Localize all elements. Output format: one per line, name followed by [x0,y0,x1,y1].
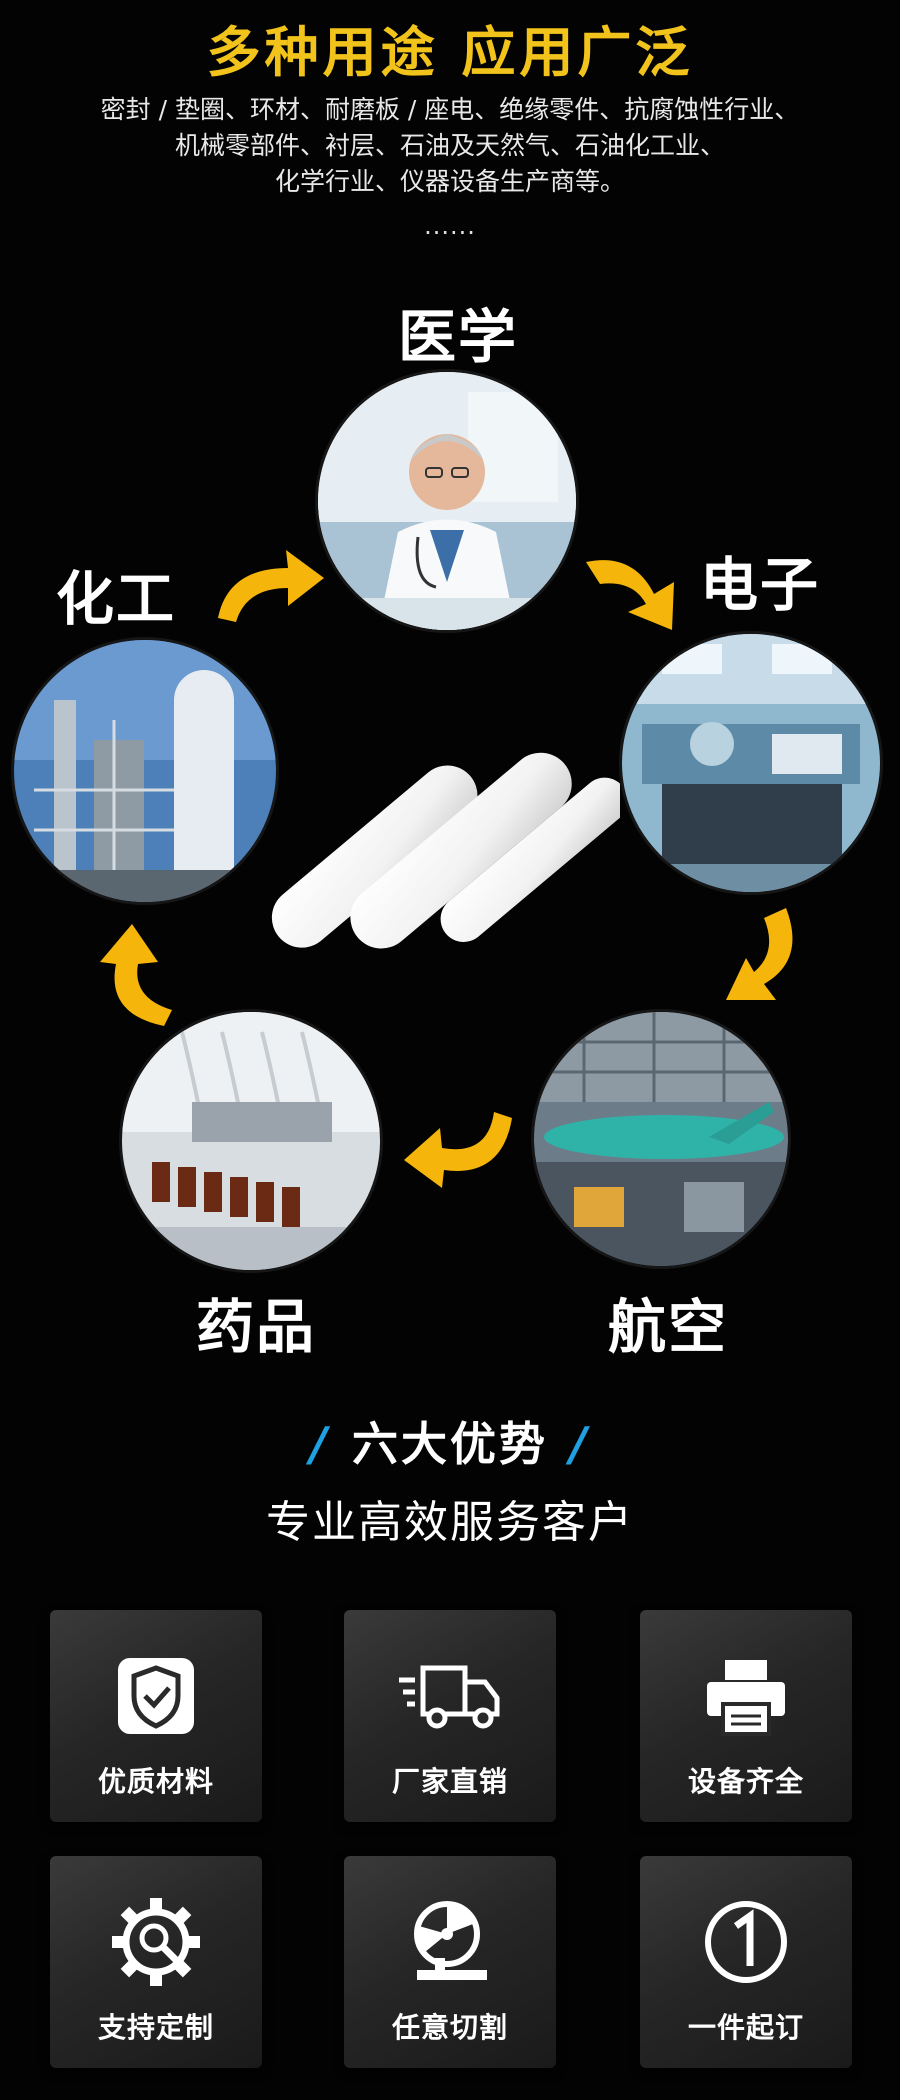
advantage-card-factory-direct: 厂家直销 [344,1610,556,1822]
arrow-chemical-to-medical-icon [208,548,328,628]
advantage-label: 支持定制 [97,2011,214,2044]
medical-photo [318,372,576,630]
usage-description-line-2: 机械零部件、衬层、石油及天然气、石油化工业、 [174,131,725,160]
advantage-card-any-cutting: 任意切割 [344,1856,556,2068]
number-one-icon [640,1894,852,1990]
title-slash-right: / [570,1417,590,1471]
arrow-aviation-to-pharmaceutical-icon [402,1098,522,1188]
aviation-photo [534,1012,788,1266]
label-aviation: 航空 [608,1293,729,1361]
arrow-pharmaceutical-to-chemical-icon [94,922,184,1032]
advantage-label: 任意切割 [391,2011,508,2044]
label-pharmaceutical: 药品 [196,1293,317,1361]
ptfe-rods-image [220,690,628,960]
pharmaceutical-photo [122,1012,380,1270]
advantage-label: 一件起订 [687,2011,804,2044]
label-chemical: 化工 [56,565,177,633]
advantage-card-full-equipment: 设备齐全 [640,1610,852,1822]
advantages-title: / 六大优势 / [0,1408,900,1474]
advantage-card-quality-material: 优质材料 [50,1610,262,1822]
label-electronics: 电子 [700,551,821,619]
gear-wrench-icon [50,1894,262,1990]
arrow-electronics-to-aviation-icon [716,900,806,1010]
printer-icon [640,1648,852,1744]
advantage-label: 优质材料 [97,1765,214,1798]
headline: 多种用途 应用广泛 [206,21,694,84]
label-medical: 医学 [398,303,519,371]
advantage-card-customization: 支持定制 [50,1856,262,2068]
advantage-label: 厂家直销 [391,1765,508,1798]
title-slash-left: / [310,1417,330,1471]
usage-description-line-1: 密封 / 垫圈、环材、耐磨板 / 座电、绝缘零件、抗腐蚀性行业、 [100,95,800,124]
shield-check-icon [50,1648,262,1744]
advantage-label: 设备齐全 [687,1765,804,1798]
advantage-card-min-order-one: 一件起订 [640,1856,852,2068]
ellipsis: ...... [424,212,476,240]
delivery-truck-icon [344,1648,556,1744]
cutting-saw-icon [344,1894,556,1990]
electronics-photo [622,634,880,892]
chemical-photo [14,640,276,902]
arrow-medical-to-electronics-icon [578,552,688,632]
advantages-subtitle: 专业高效服务客户 [266,1497,634,1548]
usage-description-line-3: 化学行业、仪器设备生产商等。 [274,167,625,196]
advantages-title-text: 六大优势 [352,1417,548,1471]
